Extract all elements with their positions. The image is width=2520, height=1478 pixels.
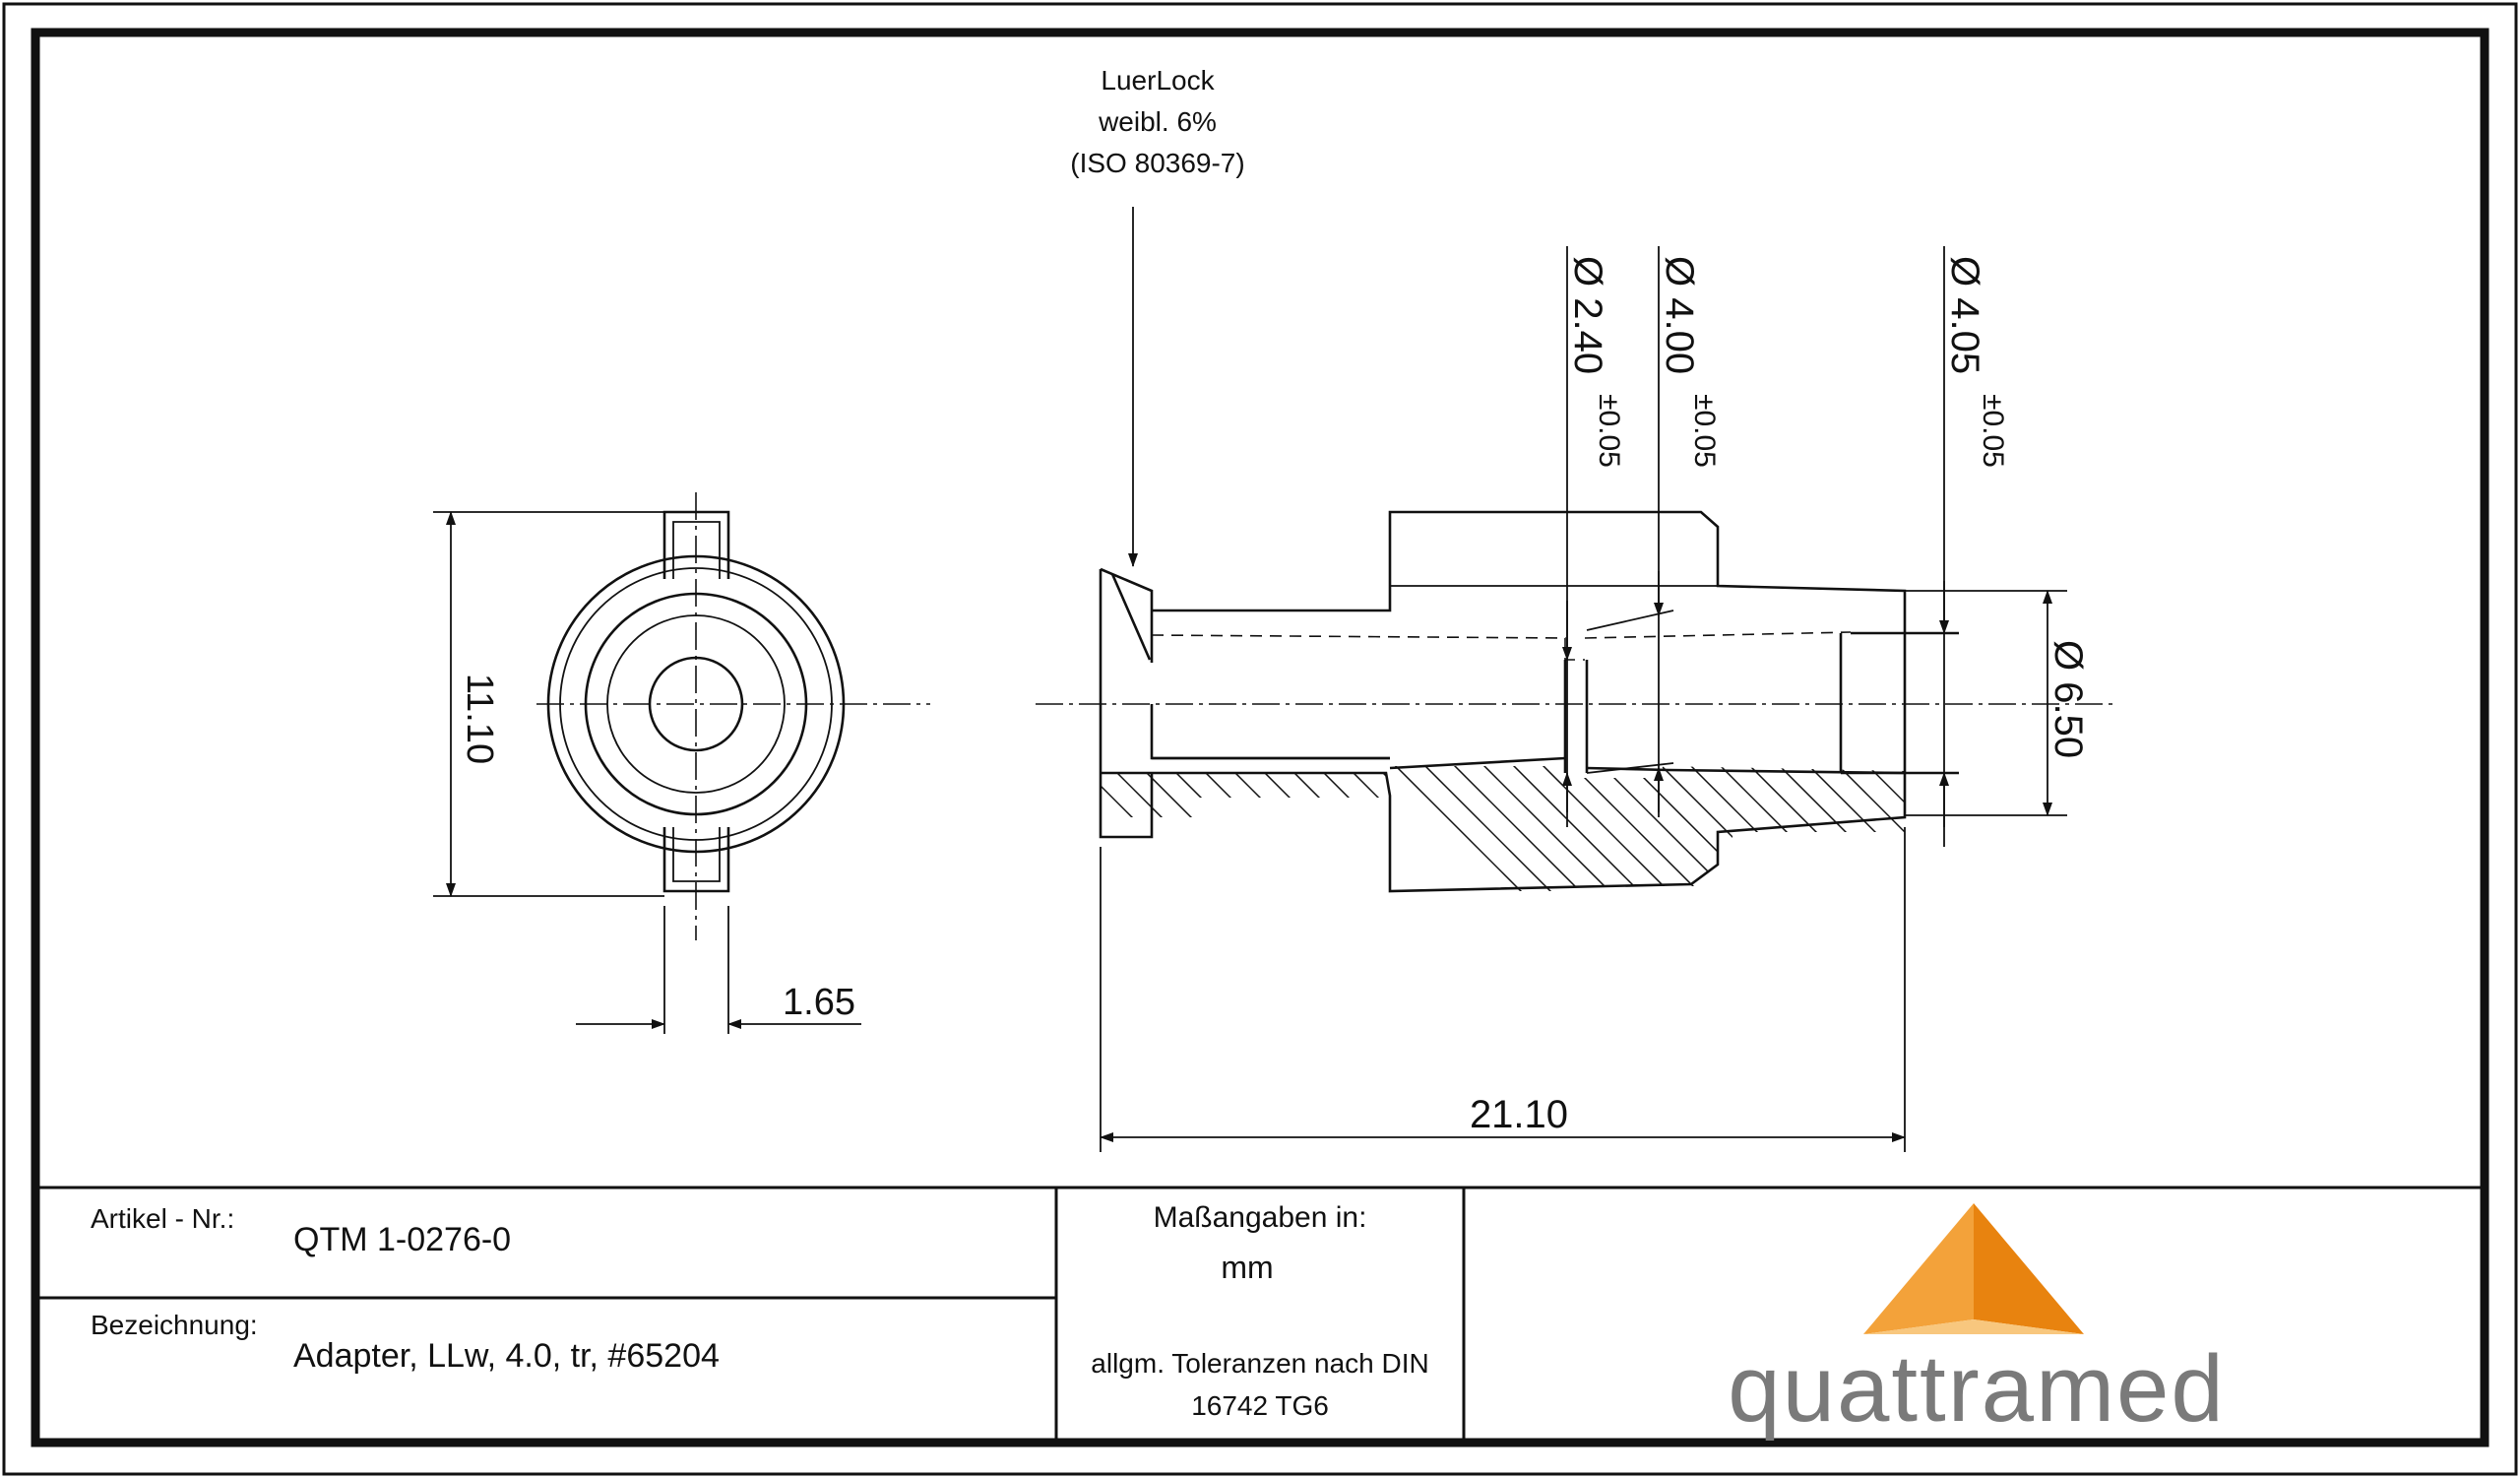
- units-label: Maßangaben in:: [1154, 1201, 1367, 1234]
- section-view: LuerLock weibl. 6% (ISO 80369-7) Ø 2.40 …: [1036, 65, 2116, 1152]
- dim-tol-4-05: ±0.05: [1977, 394, 2009, 468]
- dim-dia-4-00: Ø 4.00: [1658, 256, 1701, 374]
- dim-tol-4-00: ±0.05: [1688, 394, 1721, 468]
- bezeichnung-label: Bezeichnung:: [91, 1310, 258, 1340]
- bezeichnung-value: Adapter, LLw, 4.0, tr, #65204: [293, 1337, 720, 1375]
- dim-dia-2-40: Ø 2.40: [1566, 256, 1609, 374]
- end-view: 11.10 1.65: [433, 492, 930, 1034]
- units-value: mm: [1221, 1250, 1273, 1285]
- title-block: Artikel - Nr.: QTM 1-0276-0 Bezeichnung:…: [35, 1186, 2485, 1443]
- quattramed-logo: quattramed: [1728, 1203, 2226, 1442]
- dim-wing-width-label: 1.65: [783, 982, 855, 1023]
- artikel-value: QTM 1-0276-0: [293, 1221, 511, 1258]
- callout-line3: (ISO 80369-7): [1070, 148, 1244, 178]
- hatch-area-left: [1101, 773, 1386, 817]
- dim-height-label: 11.10: [459, 674, 500, 764]
- dim-dia-6-50: Ø 6.50: [2047, 640, 2090, 758]
- tolerance-line2: 16742 TG6: [1191, 1390, 1329, 1421]
- callout-line1: LuerLock: [1101, 65, 1215, 96]
- dim-tol-2-40: ±0.05: [1593, 394, 1625, 468]
- artikel-label: Artikel - Nr.:: [91, 1203, 234, 1234]
- logo-text: quattramed: [1728, 1336, 2226, 1442]
- tolerance-line1: allgm. Toleranzen nach DIN: [1091, 1348, 1428, 1379]
- dim-dia-4-05: Ø 4.05: [1943, 256, 1986, 374]
- callout-line2: weibl. 6%: [1098, 106, 1217, 137]
- dim-length-label: 21.10: [1470, 1093, 1568, 1136]
